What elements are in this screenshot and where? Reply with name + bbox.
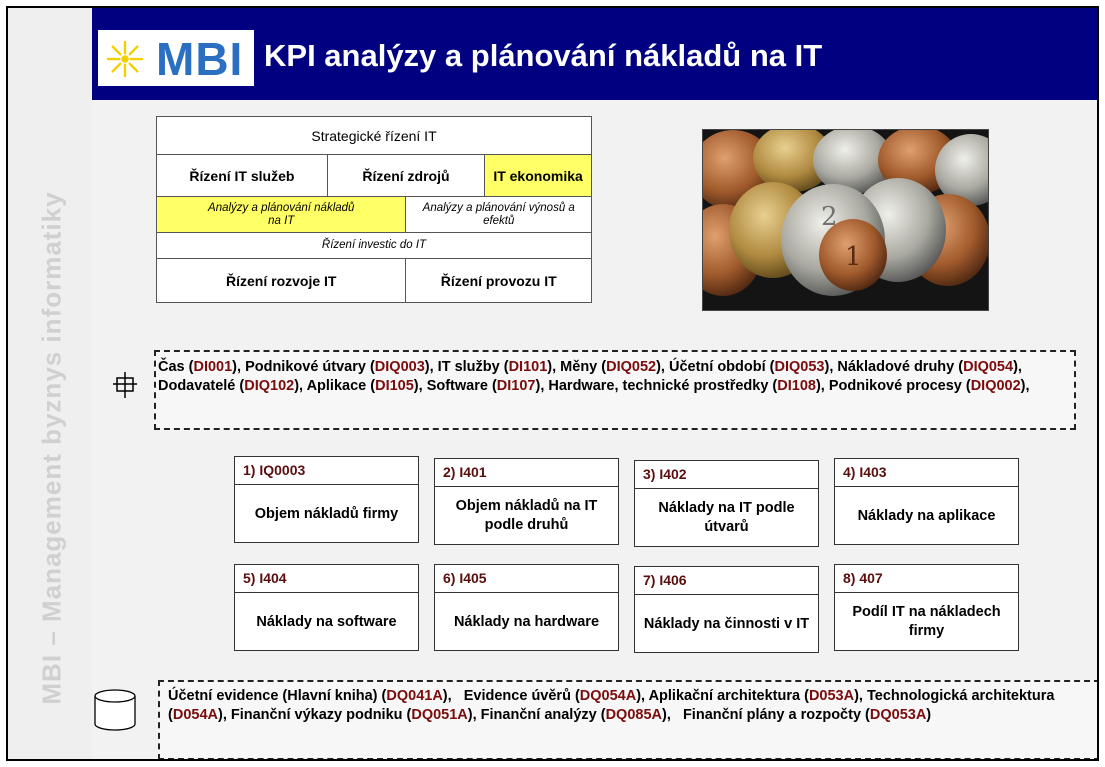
dimension-name: Dodavatelé: [158, 378, 236, 394]
framework-service-mgmt: Řízení IT služeb: [156, 154, 328, 197]
kpi-name: Objem nákladů na IT podle druhů: [455, 498, 598, 533]
kpi-card: 8) 407 Podíl IT na nákladech firmy: [834, 564, 1019, 651]
revenue-planning-line1: Analýzy a plánování výnosů a: [422, 201, 575, 214]
dimension-code: DIQ052: [606, 359, 657, 375]
dimensions-list: Čas (DI001), Podnikové útvary (DIQ003), …: [158, 359, 1030, 394]
source-name: Technologická architektura: [866, 688, 1055, 704]
sources-box: [158, 680, 1097, 759]
kpi-name: Podíl IT na nákladech firmy: [852, 604, 1001, 639]
source-name: Finanční analýzy: [480, 707, 597, 723]
source-name: Evidence úvěrů: [463, 688, 571, 704]
cost-planning-line2: na IT: [268, 214, 295, 227]
dimension-name: Měny: [560, 359, 598, 375]
kpi-card: 1) IQ0003 Objem nákladů firmy: [234, 456, 419, 543]
dimension-code: DIQ003: [374, 359, 425, 375]
kpi-name: Náklady na činnosti v IT: [643, 615, 810, 632]
framework-investment-mgmt: Řízení investic do IT: [156, 232, 592, 259]
framework-it-economics: IT ekonomika: [484, 154, 592, 197]
kpi-id: 3) I402: [635, 461, 818, 489]
dimensions-box: [154, 350, 1076, 430]
kpi-card: 4) I403 Náklady na aplikace: [834, 458, 1019, 545]
framework-cost-planning: Analýzy a plánování nákladů na IT: [155, 196, 407, 233]
kpi-name: Náklady na aplikace: [857, 507, 996, 524]
kpi-id: 2) I401: [435, 459, 618, 487]
framework-strategic: Strategické řízení IT: [156, 116, 592, 155]
source-name: Účetní evidence (Hlavní kniha): [168, 688, 378, 704]
sources-list: Účetní evidence (Hlavní kniha) (DQ041A),…: [168, 688, 1055, 723]
kpi-card: 5) I404 Náklady na software: [234, 564, 419, 651]
kpi-id: 1) IQ0003: [235, 457, 418, 485]
kpi-name: Náklady na hardware: [453, 613, 600, 630]
dimension-code: DI101: [508, 359, 548, 375]
dimension-code: DIQ102: [244, 378, 295, 394]
framework-operations-mgmt: Řízení provozu IT: [405, 258, 592, 303]
dimension-name: Podnikové procesy: [828, 378, 962, 394]
source-code: DQ041A: [386, 688, 443, 704]
dimension-name: Podnikové útvary: [245, 359, 366, 375]
source-name: Finanční výkazy podniku: [230, 707, 403, 723]
sidebar: MBI – Management byznys informatiky: [8, 8, 92, 759]
logo: MBI: [98, 30, 254, 86]
dimension-name: Aplikace: [306, 378, 367, 394]
page-title: KPI analýzy a plánování nákladů na IT: [264, 38, 823, 73]
dimension-code: DIQ002: [970, 378, 1021, 394]
it-management-framework: Strategické řízení IT Řízení IT služeb Ř…: [155, 116, 592, 303]
dimension-code: DI108: [777, 378, 816, 394]
dimension-code: DI107: [496, 378, 536, 394]
dimension-code: DI001: [193, 359, 233, 375]
source-code: DQ051A: [411, 707, 468, 723]
svg-text:2: 2: [821, 202, 838, 232]
source-code: DQ085A: [605, 707, 662, 723]
source-code: DQ053A: [869, 707, 927, 723]
dimension-code: DI105: [375, 378, 414, 394]
dimension-name: IT služby: [437, 359, 500, 375]
svg-text:1: 1: [845, 242, 862, 272]
kpi-id: 6) I405: [435, 565, 618, 593]
header-bar: MBI KPI analýzy a plánování nákladů na I…: [92, 8, 1097, 100]
database-icon: [94, 689, 136, 731]
dimension-name: Čas: [158, 359, 185, 375]
framework-revenue-planning: Analýzy a plánování výnosů a efektů: [405, 196, 592, 233]
kpi-card: 7) I406 Náklady na činnosti v IT: [634, 566, 819, 653]
kpi-id: 4) I403: [835, 459, 1018, 487]
source-code: D054A: [172, 707, 218, 723]
kpi-name: Náklady na software: [256, 613, 397, 630]
framework-development-mgmt: Řízení rozvoje IT: [155, 258, 407, 303]
kpi-card: 3) I402 Náklady na IT podle útvarů: [634, 460, 819, 547]
source-code: D053A: [808, 688, 855, 704]
dimension-name: Software: [426, 378, 488, 394]
dimension-name: Nákladové druhy: [837, 359, 955, 375]
source-code: DQ054A: [579, 688, 637, 704]
framework-resource-mgmt: Řízení zdrojů: [326, 154, 486, 197]
coins-image: 1 2: [702, 129, 989, 311]
kpi-id: 8) 407: [835, 565, 1018, 593]
source-name: Aplikační architektura: [648, 688, 801, 704]
kpi-card: 6) I405 Náklady na hardware: [434, 564, 619, 651]
dimension-name: Hardware, technické prostředky: [548, 378, 769, 394]
logo-text: MBI: [156, 33, 244, 85]
dimension-code: DIQ053: [774, 359, 825, 375]
source-name: Finanční plány a rozpočty: [682, 707, 862, 723]
revenue-planning-line2: efektů: [483, 214, 515, 227]
kpi-card: 2) I401 Objem nákladů na IT podle druhů: [434, 458, 619, 545]
sidebar-title: MBI – Management byznys informatiky: [36, 191, 67, 705]
kpi-name: Objem nákladů firmy: [254, 505, 399, 522]
sun-icon: [106, 40, 144, 78]
kpi-id: 5) I404: [235, 565, 418, 593]
kpi-id: 7) I406: [635, 567, 818, 595]
dimension-name: Účetní období: [668, 359, 766, 375]
kpi-name: Náklady na IT podle útvarů: [658, 500, 795, 535]
dimension-code: DIQ054: [963, 359, 1014, 375]
cost-planning-line1: Analýzy a plánování nákladů: [208, 201, 355, 214]
cube-icon: [113, 372, 137, 398]
slide: MBI – Management byznys informatiky MBI …: [6, 6, 1099, 761]
